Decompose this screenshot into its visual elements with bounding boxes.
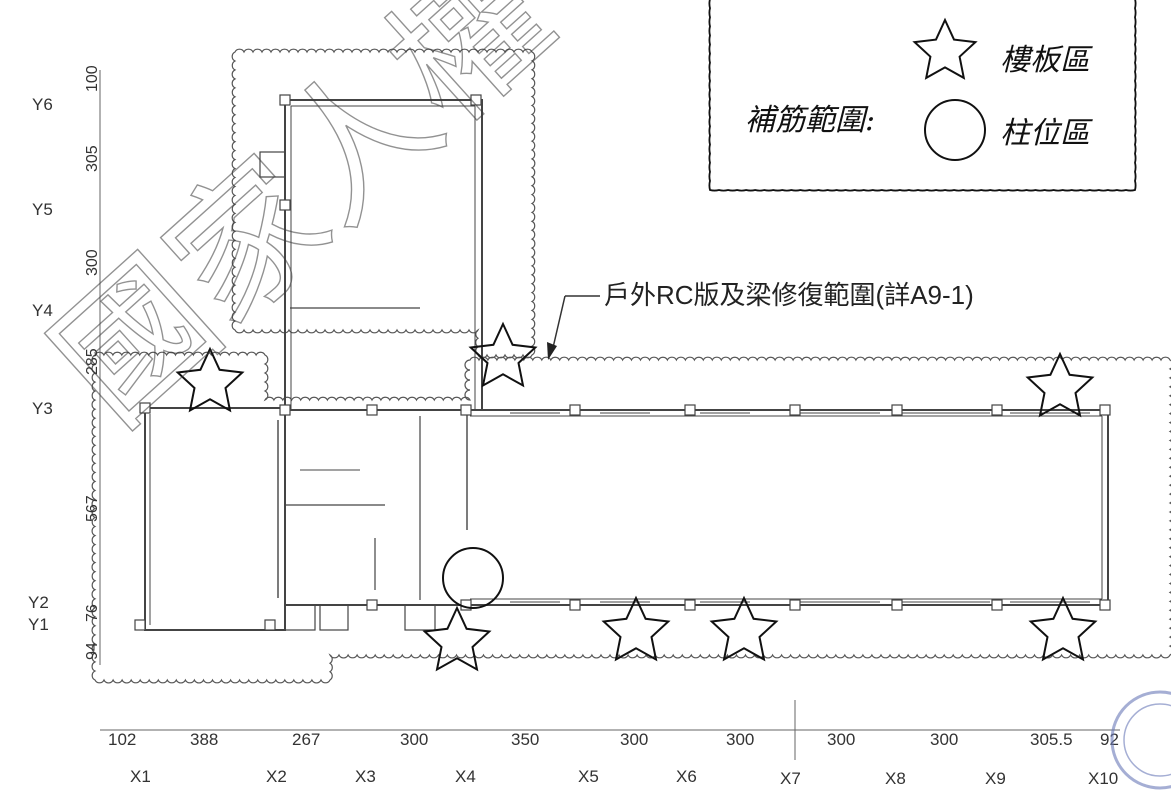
grid-label-x5: X5	[578, 767, 599, 786]
x-dim-350: 350	[511, 730, 539, 749]
y-dim-567: 567	[84, 495, 101, 522]
grid-label-x9: X9	[985, 769, 1006, 788]
column-marker	[134, 619, 146, 631]
star-icon	[175, 346, 245, 413]
grid-label-y4: Y4	[32, 301, 53, 320]
y-dim-94: 94	[84, 642, 101, 660]
star-icon	[1025, 351, 1095, 418]
building-walls	[144, 99, 1109, 631]
grid-label-y3: Y3	[32, 399, 53, 418]
column-marker	[569, 599, 581, 611]
grid-label-x3: X3	[355, 767, 376, 786]
circle-icon	[924, 99, 986, 161]
column-marker	[891, 599, 903, 611]
column-marker	[569, 404, 581, 416]
column-marker	[684, 404, 696, 416]
y-dim-100: 100	[84, 65, 101, 92]
column-marker	[264, 619, 276, 631]
dimension-lines	[99, 70, 1120, 760]
star-icon	[1028, 595, 1098, 662]
y-dim-76: 76	[84, 604, 101, 622]
column-markers	[134, 94, 1111, 631]
star-icon	[468, 321, 538, 388]
museum-seal-icon	[1110, 690, 1171, 790]
grid-label-x10: X10	[1088, 769, 1118, 788]
x-axis-dimensions: 102 388 267 300 350 300 300 300 300 305.…	[108, 730, 1119, 749]
star-icon	[422, 605, 492, 672]
y-axis-labels: Y6 Y5 Y4 Y3 Y2 Y1	[28, 95, 53, 634]
legend-title: 補筋範圍:	[745, 103, 875, 138]
y-dim-305: 305	[84, 145, 101, 172]
column-marker	[684, 599, 696, 611]
x-dim-102: 102	[108, 730, 136, 749]
x-axis-labels: X1 X2 X3 X4 X5 X6 X7 X8 X9 X10	[130, 767, 1118, 788]
west-wing-outline	[144, 407, 286, 631]
column-repair-marker	[442, 547, 504, 609]
column-marker	[789, 404, 801, 416]
star-icon	[601, 595, 671, 662]
x-dim-300d: 300	[827, 730, 855, 749]
legend-label-column: 柱位區	[1000, 116, 1093, 151]
grid-label-x8: X8	[885, 769, 906, 788]
x-dim-300b: 300	[620, 730, 648, 749]
legend-cloud-border	[708, 0, 1137, 192]
y-dim-300: 300	[84, 249, 101, 276]
slab-repair-markers	[175, 321, 1098, 672]
grid-label-y6: Y6	[32, 95, 53, 114]
grid-label-x6: X6	[676, 767, 697, 786]
callout: 戶外RC版及梁修復範圍(詳A9-1)	[547, 280, 974, 360]
column-marker	[991, 599, 1003, 611]
grid-label-y1: Y1	[28, 615, 49, 634]
column-marker	[460, 404, 472, 416]
x-dim-267: 267	[292, 730, 320, 749]
y-dim-285: 285	[84, 348, 101, 375]
column-marker	[991, 404, 1003, 416]
legend-label-slab: 樓板區	[1000, 43, 1093, 78]
x-dim-92: 92	[1100, 730, 1119, 749]
x-dim-305-5: 305.5	[1030, 730, 1073, 749]
grid-label-y2: Y2	[28, 593, 49, 612]
grid-label-x7: X7	[780, 769, 801, 788]
repair-scope-boundaries	[91, 48, 1171, 684]
column-marker	[470, 94, 482, 106]
x-dim-388: 388	[190, 730, 218, 749]
column-marker	[279, 404, 291, 416]
grid-label-x4: X4	[455, 767, 476, 786]
grid-label-x1: X1	[130, 767, 151, 786]
column-marker	[139, 402, 151, 414]
callout-text: 戶外RC版及梁修復範圍(詳A9-1)	[604, 280, 974, 310]
legend: 補筋範圍: 樓板區 柱位區	[708, 0, 1137, 192]
x-dim-300e: 300	[930, 730, 958, 749]
repair-scope-south	[91, 351, 1171, 684]
column-marker	[279, 199, 291, 211]
column-marker	[1099, 404, 1111, 416]
star-icon	[912, 17, 978, 80]
column-marker	[1099, 599, 1111, 611]
column-marker	[366, 599, 378, 611]
column-marker	[891, 404, 903, 416]
grid-label-x2: X2	[266, 767, 287, 786]
column-marker	[366, 404, 378, 416]
x-dim-300c: 300	[726, 730, 754, 749]
x-dim-300a: 300	[400, 730, 428, 749]
column-marker	[789, 599, 801, 611]
column-marker	[279, 94, 291, 106]
repair-scope-north	[231, 48, 536, 359]
y-axis-dimensions: 100 305 300 285 567 76 94	[84, 65, 101, 660]
star-icon	[709, 595, 779, 662]
grid-label-y5: Y5	[32, 200, 53, 219]
